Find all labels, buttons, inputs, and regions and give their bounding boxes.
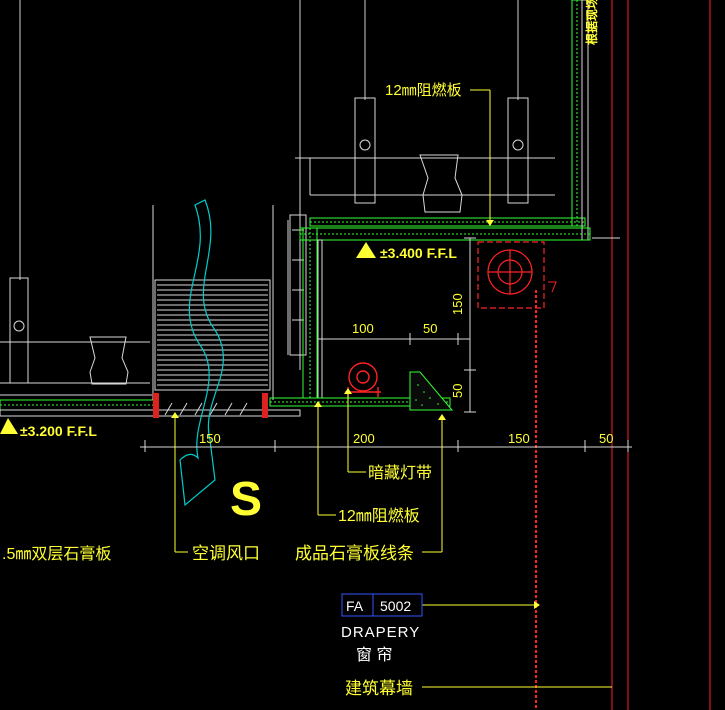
fa-tag-box: [341, 593, 423, 617]
ac-vent-label: 空调风口: [192, 544, 260, 563]
left-ceiling-frame: [0, 277, 152, 396]
leader-lines: [174, 89, 612, 688]
dim-50-top: 50: [423, 321, 437, 336]
elevation-3200-icon: [0, 418, 18, 434]
dim-150-a: 150: [199, 431, 221, 446]
elevation-3400-icon: [356, 242, 376, 258]
curtain-track-icon: [477, 241, 545, 309]
left-board: [0, 399, 301, 417]
dim-200: 200: [353, 431, 375, 446]
curtain-wall-label: 建筑幕墙: [345, 679, 413, 698]
dim-100: 100: [352, 321, 374, 336]
elevation-3400-label: ±3.400 F.F.L: [380, 245, 457, 261]
supply-symbol: S: [230, 473, 262, 526]
drapery-cn-label: 窗 帘: [356, 646, 392, 664]
vertical-note: 根据现场: [584, 0, 599, 45]
gypsum-profile: [409, 371, 454, 411]
curtain-wall-lines: [611, 0, 711, 710]
dim-50-vertical: 50: [450, 384, 465, 398]
board-12mm-bottom-label: 12㎜阻燃板: [338, 507, 420, 525]
central-ceiling-frame: [287, 97, 555, 370]
hanger-rods: [19, 0, 519, 280]
dim-150-vertical: 150: [450, 293, 465, 315]
hidden-light-label: 暗藏灯带: [368, 464, 432, 482]
track-end-icon: [548, 281, 557, 293]
flame-retardant-boards: [269, 0, 591, 407]
vertical-channel: [289, 214, 307, 356]
annotations: 12㎜阻燃板 ±3.400 F.F.L ±3.200 F.F.L 150 50 …: [2, 0, 613, 698]
dimension-lines: [140, 237, 632, 452]
ac-vent-assembly: S: [152, 199, 274, 526]
tag-prefix: FA: [346, 598, 364, 614]
leader-arrowheads: [171, 220, 540, 609]
tag-code: 5002: [380, 598, 411, 614]
gypsum-double-label: .5㎜双层石膏板: [2, 544, 111, 563]
dim-150-b: 150: [508, 431, 530, 446]
gypsum-profile-hatch: [415, 384, 439, 406]
airflow-arrow-icon: [179, 199, 224, 507]
elevation-3200-label: ±3.200 F.F.L: [20, 423, 97, 439]
gypsum-line-label: 成品石膏板线条: [295, 543, 414, 563]
dim-50-b: 50: [599, 431, 613, 446]
board-12mm-top-label: 12㎜阻燃板: [385, 81, 462, 99]
drapery-en-label: DRAPERY: [341, 624, 420, 641]
light-strip-icon: [345, 362, 381, 397]
